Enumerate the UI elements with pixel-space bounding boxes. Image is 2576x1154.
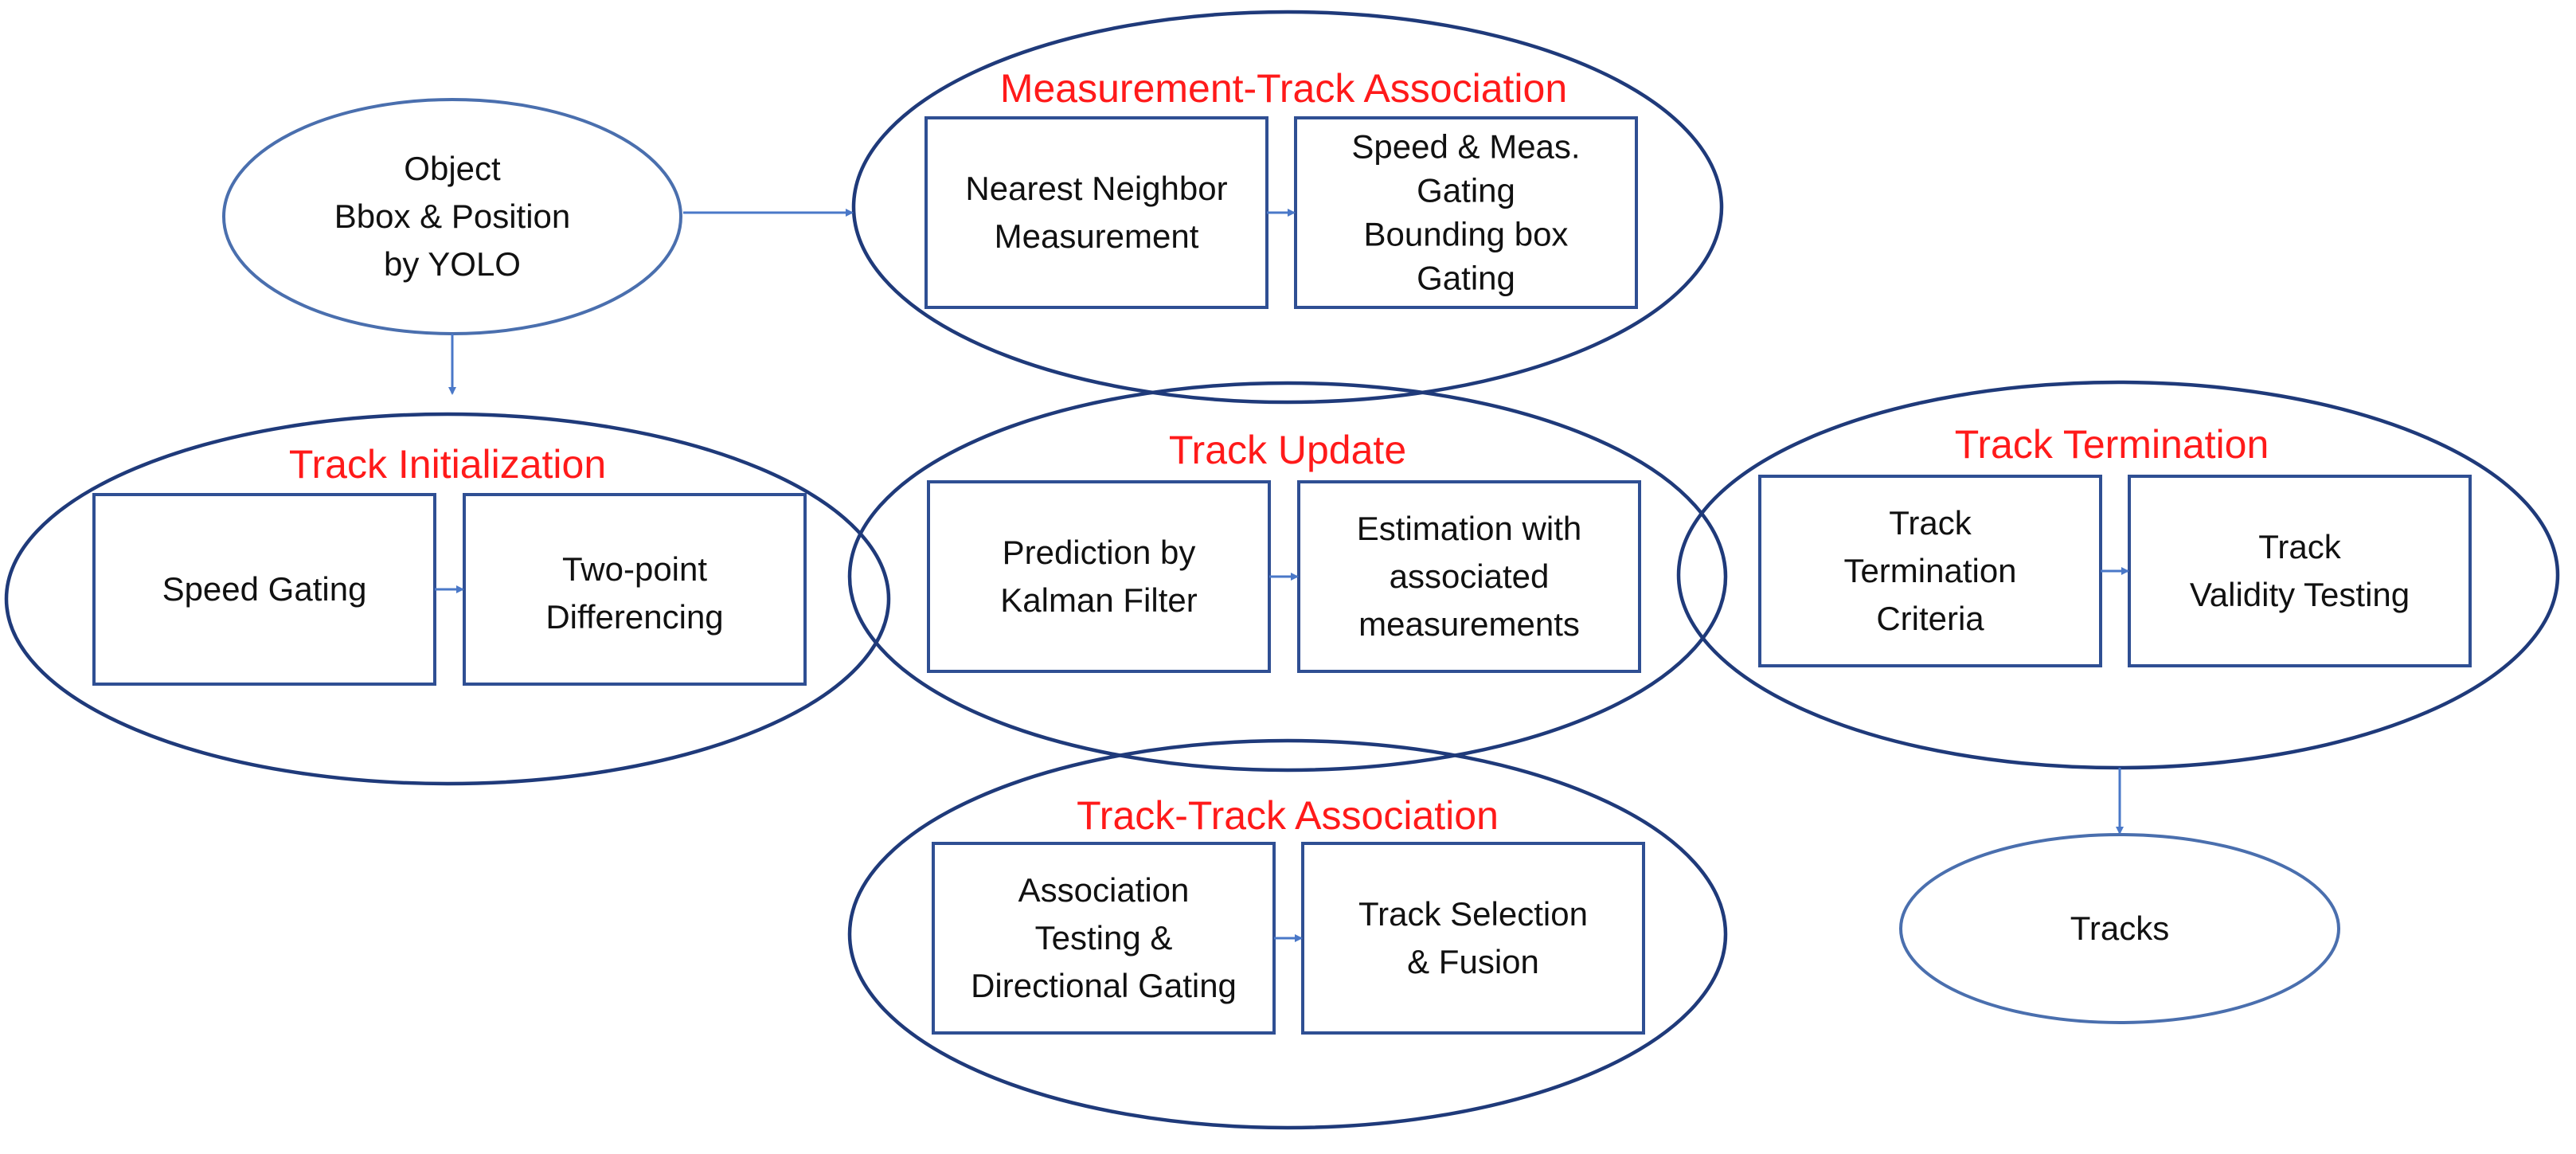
tta-title: Track-Track Association (1077, 793, 1499, 838)
label-line: Tracks (2070, 910, 2169, 947)
label-line: Gating (1417, 260, 1515, 297)
kalman-label: Prediction by Kalman Filter (1000, 534, 1197, 619)
track-initialization-group (4, 412, 891, 786)
label-line: Prediction by (1003, 534, 1196, 571)
tracks-output-node (1899, 833, 2340, 1024)
label-line: Kalman Filter (1000, 581, 1197, 619)
label-line: Gating (1417, 172, 1515, 209)
label-line: by YOLO (384, 245, 521, 283)
track-update-group (847, 381, 1728, 773)
termination-title: Track Termination (1955, 422, 2269, 467)
label-line: Estimation with (1357, 510, 1581, 547)
tracks-label: Tracks (2070, 910, 2169, 947)
kalman-prediction-box (927, 480, 1271, 673)
label-line: Track Selection (1358, 895, 1588, 933)
init-title: Track Initialization (289, 442, 606, 487)
validity-testing-box (2128, 475, 2472, 667)
label-line: Bbox & Position (334, 198, 571, 235)
label-line: Validity Testing (2190, 576, 2410, 613)
label-line: Track (1889, 504, 1972, 542)
termination-criteria-box (1758, 475, 2102, 667)
speed-gating-label: Speed Gating (162, 570, 367, 608)
measurement-track-association-group (851, 10, 1724, 405)
update-title: Track Update (1169, 428, 1406, 472)
speed-gating-box (92, 493, 436, 686)
mta-title: Measurement-Track Association (1000, 66, 1567, 111)
label-line: Testing & (1035, 919, 1173, 956)
label-line: associated (1390, 557, 1550, 595)
label-line: Termination (1843, 552, 2016, 589)
two-point-differencing-box (463, 493, 807, 686)
track-selection-fusion-box (1301, 842, 1645, 1035)
label-line: Directional Gating (971, 967, 1237, 1004)
estimation-box (1297, 480, 1641, 673)
label-line: Nearest Neighbor (965, 170, 1227, 207)
label-line: Track (2258, 528, 2341, 565)
label-line: Criteria (1876, 600, 1984, 637)
label-line: Association (1018, 871, 1190, 909)
selection-fusion-label: Track Selection & Fusion (1358, 895, 1588, 980)
track-track-association-group (847, 738, 1728, 1130)
label-line: Speed Gating (162, 570, 367, 608)
label-line: Two-point (562, 550, 707, 588)
label-line: Differencing (545, 598, 723, 636)
speed-meas-gating-box (1294, 116, 1638, 309)
label-line: Speed & Meas. (1351, 128, 1580, 166)
track-termination-group (1676, 380, 2560, 770)
estimation-label: Estimation with associated measurements (1357, 510, 1581, 643)
label-line: Bounding box (1364, 216, 1569, 253)
label-line: & Fusion (1407, 943, 1539, 980)
label-line: Object (404, 150, 501, 187)
label-line: measurements (1358, 605, 1580, 643)
label-line: Measurement (995, 217, 1199, 255)
nearest-neighbor-box (924, 116, 1268, 309)
